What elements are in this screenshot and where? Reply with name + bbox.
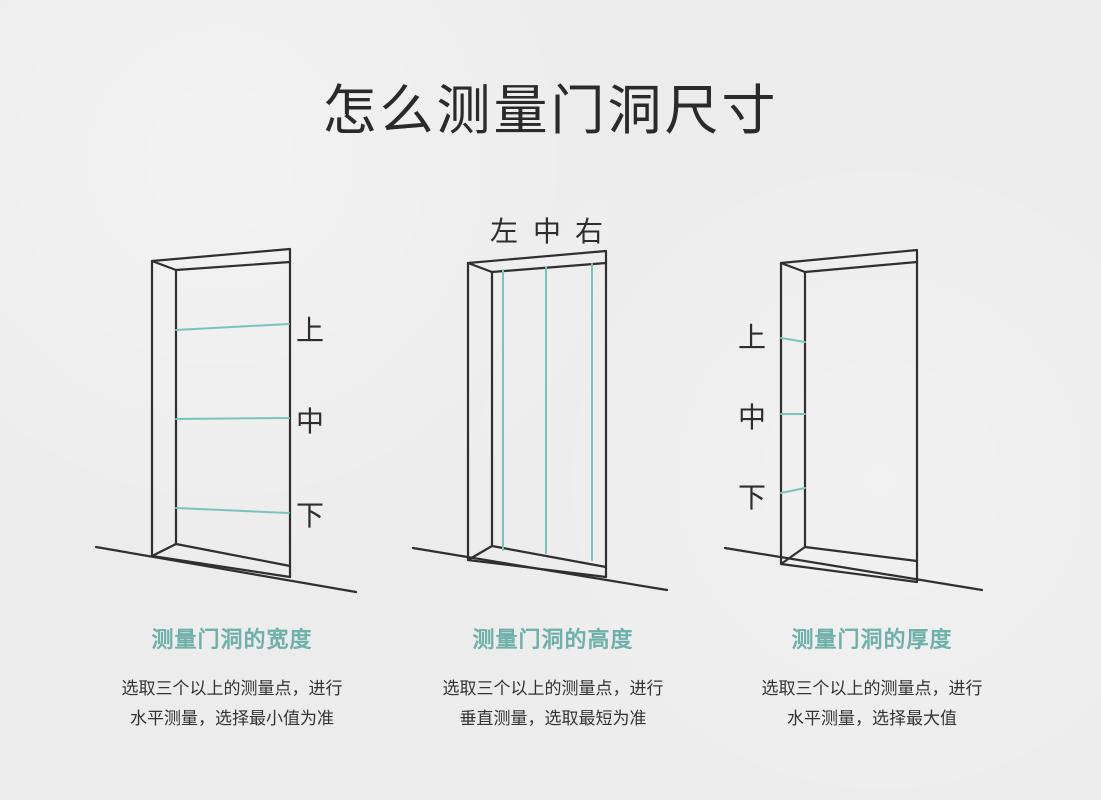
thickness-label-bottom: 下: [738, 481, 766, 514]
page-title: 怎么测量门洞尺寸: [322, 79, 779, 142]
thickness-description-line-1: 选取三个以上的测量点，进行: [761, 679, 983, 699]
height-measure-lines: [502, 263, 593, 561]
width-middle-line: [175, 417, 290, 420]
floor-line-1: [94, 545, 358, 594]
height-label-middle: 中: [533, 215, 561, 248]
thickness-label-top: 上: [738, 321, 766, 354]
width-bottom-line: [175, 507, 290, 514]
width-heading: 测量门洞的宽度: [151, 628, 313, 653]
width-label-bottom: 下: [296, 499, 324, 532]
thickness-measure-lines: [780, 337, 806, 494]
door-frame-inner-3: [803, 270, 919, 563]
door-top-return-3: [803, 260, 919, 274]
width-top-line: [175, 323, 290, 331]
door-threshold-1: [150, 542, 178, 558]
width-diagram: [94, 247, 358, 594]
thickness-description-line-2: 水平测量，选择最大值: [787, 709, 957, 729]
height-diagram: [411, 249, 669, 592]
height-description: 选取三个以上的测量点，进行 垂直测量，选取最短为准: [393, 674, 713, 734]
door-frame-inner-2: [490, 270, 608, 569]
door-frame-outline-2: [466, 249, 608, 579]
height-label-left: 左: [490, 215, 518, 248]
height-description-line-1: 选取三个以上的测量点，进行: [442, 679, 664, 699]
floor-line-3: [723, 546, 984, 592]
width-label-middle: 中: [296, 405, 324, 438]
width-label-top: 上: [296, 314, 324, 347]
door-top-edge-2: [466, 261, 494, 274]
door-top-return-2: [490, 261, 608, 274]
thickness-top-line: [780, 337, 806, 343]
door-top-edge-3: [779, 261, 807, 274]
height-description-line-2: 垂直测量，选取最短为准: [459, 709, 647, 729]
height-heading: 测量门洞的高度: [472, 628, 634, 653]
thickness-label-middle: 中: [738, 401, 766, 434]
door-threshold-2: [466, 544, 494, 562]
door-threshold-3: [779, 545, 807, 566]
floor-line-2: [411, 546, 669, 592]
width-description-line-1: 选取三个以上的测量点，进行: [121, 679, 343, 699]
door-top-edge-1: [150, 259, 178, 272]
door-top-return-1: [174, 260, 292, 272]
thickness-bottom-line: [780, 487, 806, 494]
thickness-diagram: [723, 248, 984, 592]
height-label-right: 右: [575, 215, 603, 248]
door-frame-outline-1: [150, 247, 292, 579]
width-measure-lines: [175, 323, 290, 514]
thickness-heading: 测量门洞的厚度: [791, 628, 953, 653]
width-description: 选取三个以上的测量点，进行 水平测量，选择最小值为准: [72, 674, 392, 734]
width-description-line-2: 水平测量，选择最小值为准: [130, 709, 334, 729]
door-frame-outline-3: [779, 248, 919, 584]
thickness-description: 选取三个以上的测量点，进行 水平测量，选择最大值: [712, 674, 1032, 734]
